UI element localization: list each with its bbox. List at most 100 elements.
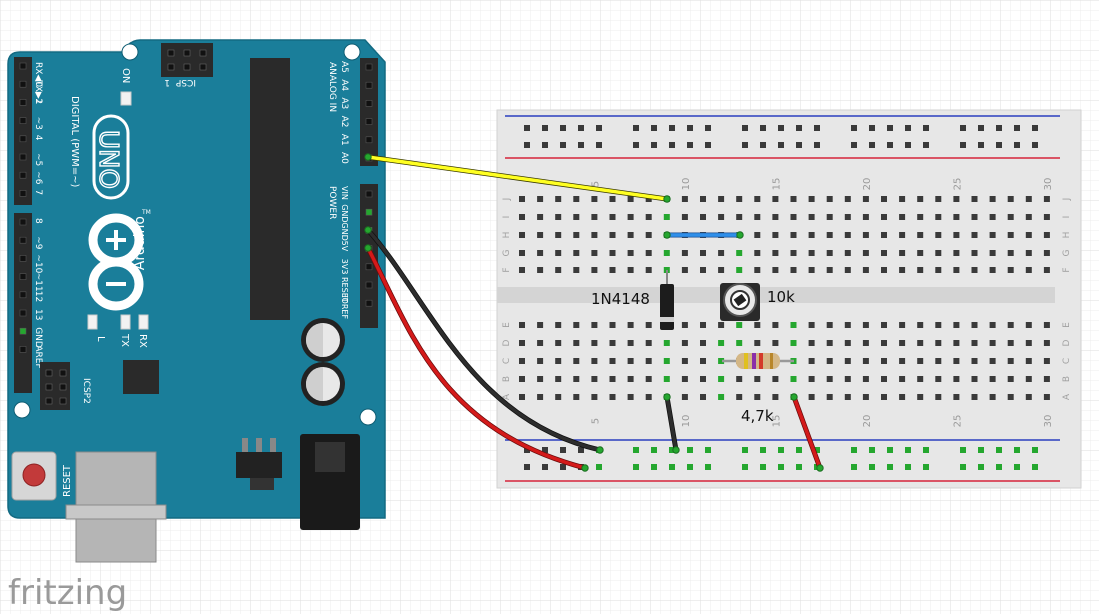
breadboard-hole[interactable]: [826, 340, 833, 346]
power-rail-hole[interactable]: [560, 447, 566, 453]
power-rail-hole[interactable]: [778, 125, 784, 131]
breadboard-hole[interactable]: [700, 196, 706, 202]
breadboard-hole-connected[interactable]: [663, 376, 670, 382]
power-rail-hole-connected[interactable]: [651, 464, 657, 470]
breadboard-hole-connected[interactable]: [663, 358, 670, 364]
breadboard-hole-connected[interactable]: [718, 376, 725, 382]
breadboard-hole[interactable]: [754, 322, 761, 328]
breadboard-hole[interactable]: [790, 196, 797, 202]
power-rail-hole[interactable]: [960, 125, 966, 131]
breadboard-hole[interactable]: [826, 250, 833, 256]
power-rail-hole[interactable]: [542, 125, 548, 131]
breadboard-hole[interactable]: [537, 267, 544, 273]
breadboard-hole[interactable]: [718, 250, 725, 256]
breadboard-hole[interactable]: [754, 214, 761, 220]
breadboard-hole[interactable]: [971, 196, 978, 202]
breadboard-hole[interactable]: [844, 196, 851, 202]
power-rail-hole-connected[interactable]: [960, 447, 966, 453]
breadboard-hole[interactable]: [537, 376, 544, 382]
power-rail-hole[interactable]: [996, 125, 1002, 131]
breadboard-hole[interactable]: [555, 394, 562, 400]
wire-endpoint[interactable]: [364, 153, 372, 161]
breadboard-hole[interactable]: [681, 267, 688, 273]
power-rail-hole[interactable]: [524, 447, 530, 453]
breadboard-hole[interactable]: [881, 358, 887, 364]
breadboard-hole[interactable]: [609, 322, 616, 328]
power-rail-hole[interactable]: [996, 142, 1002, 148]
breadboard-hole[interactable]: [718, 214, 725, 220]
breadboard-hole[interactable]: [953, 322, 960, 328]
digital-header-top[interactable]: [14, 57, 32, 205]
breadboard-hole[interactable]: [953, 340, 960, 346]
breadboard-hole[interactable]: [645, 340, 652, 346]
breadboard-hole[interactable]: [826, 232, 833, 238]
power-rail-hole-connected[interactable]: [996, 447, 1002, 453]
breadboard-hole[interactable]: [1007, 232, 1014, 238]
breadboard-hole[interactable]: [1025, 322, 1032, 328]
power-rail-hole-connected[interactable]: [633, 464, 639, 470]
power-rail-hole[interactable]: [687, 125, 693, 131]
breadboard-hole[interactable]: [555, 196, 562, 202]
digital-pin[interactable]: [19, 236, 27, 244]
power-rail-hole-connected[interactable]: [1014, 447, 1020, 453]
breadboard-hole[interactable]: [681, 394, 688, 400]
breadboard-hole[interactable]: [555, 322, 562, 328]
wire-endpoint[interactable]: [816, 464, 824, 472]
power-rail-hole-connected[interactable]: [687, 464, 693, 470]
arduino-uno-board[interactable]: RESET ICSP 1 ON U: [7, 39, 386, 563]
wire-endpoint[interactable]: [672, 446, 680, 454]
breadboard-hole[interactable]: [1007, 267, 1014, 273]
power-rail-hole[interactable]: [742, 125, 748, 131]
breadboard-hole[interactable]: [971, 250, 978, 256]
breadboard-hole[interactable]: [953, 394, 960, 400]
breadboard-hole-connected[interactable]: [663, 340, 670, 346]
breadboard-hole[interactable]: [1007, 322, 1014, 328]
icsp-pin[interactable]: [167, 63, 175, 71]
breadboard-hole[interactable]: [935, 196, 942, 202]
breadboard-hole[interactable]: [899, 267, 906, 273]
breadboard-hole[interactable]: [591, 340, 598, 346]
breadboard-hole[interactable]: [862, 250, 869, 256]
power-rail-hole[interactable]: [1014, 142, 1020, 148]
breadboard-hole[interactable]: [899, 376, 906, 382]
breadboard-hole[interactable]: [1043, 214, 1050, 220]
breadboard-hole[interactable]: [826, 322, 833, 328]
power-rail-hole[interactable]: [560, 142, 566, 148]
breadboard-hole[interactable]: [627, 250, 634, 256]
breadboard-hole[interactable]: [772, 250, 779, 256]
power-rail-hole[interactable]: [1032, 142, 1038, 148]
breadboard-hole[interactable]: [681, 214, 688, 220]
digital-pin[interactable]: [19, 255, 27, 262]
power-rail-hole[interactable]: [542, 447, 548, 453]
breadboard-hole[interactable]: [917, 340, 924, 346]
breadboard-hole[interactable]: [1007, 214, 1014, 220]
breadboard-hole[interactable]: [537, 232, 544, 238]
power-rail-hole[interactable]: [578, 142, 584, 148]
breadboard-hole[interactable]: [989, 250, 996, 256]
power-rail-hole-connected[interactable]: [1032, 464, 1038, 470]
breadboard-hole[interactable]: [1025, 232, 1032, 238]
breadboard-hole[interactable]: [519, 322, 525, 328]
breadboard-hole[interactable]: [537, 322, 544, 328]
power-rail-hole-connected[interactable]: [742, 447, 748, 453]
breadboard-hole[interactable]: [736, 394, 743, 400]
wire-endpoint[interactable]: [790, 393, 798, 401]
breadboard-hole[interactable]: [700, 394, 706, 400]
breadboard-hole[interactable]: [573, 376, 580, 382]
digital-pin[interactable]: [19, 309, 27, 317]
breadboard-hole[interactable]: [573, 196, 580, 202]
breadboard-hole[interactable]: [627, 358, 634, 364]
breadboard-hole[interactable]: [627, 322, 634, 328]
breadboard-hole[interactable]: [989, 232, 996, 238]
breadboard-hole[interactable]: [1025, 394, 1032, 400]
power-rail-hole-connected[interactable]: [814, 447, 820, 453]
breadboard-hole[interactable]: [917, 358, 924, 364]
breadboard-hole[interactable]: [1043, 340, 1050, 346]
breadboard-hole[interactable]: [917, 394, 924, 400]
breadboard-hole-connected[interactable]: [736, 322, 743, 328]
wire-endpoint[interactable]: [663, 195, 671, 203]
breadboard-hole[interactable]: [881, 394, 887, 400]
power-rail-hole-connected[interactable]: [978, 447, 984, 453]
digital-pin[interactable]: [19, 218, 27, 226]
power-rail-hole[interactable]: [814, 142, 820, 148]
